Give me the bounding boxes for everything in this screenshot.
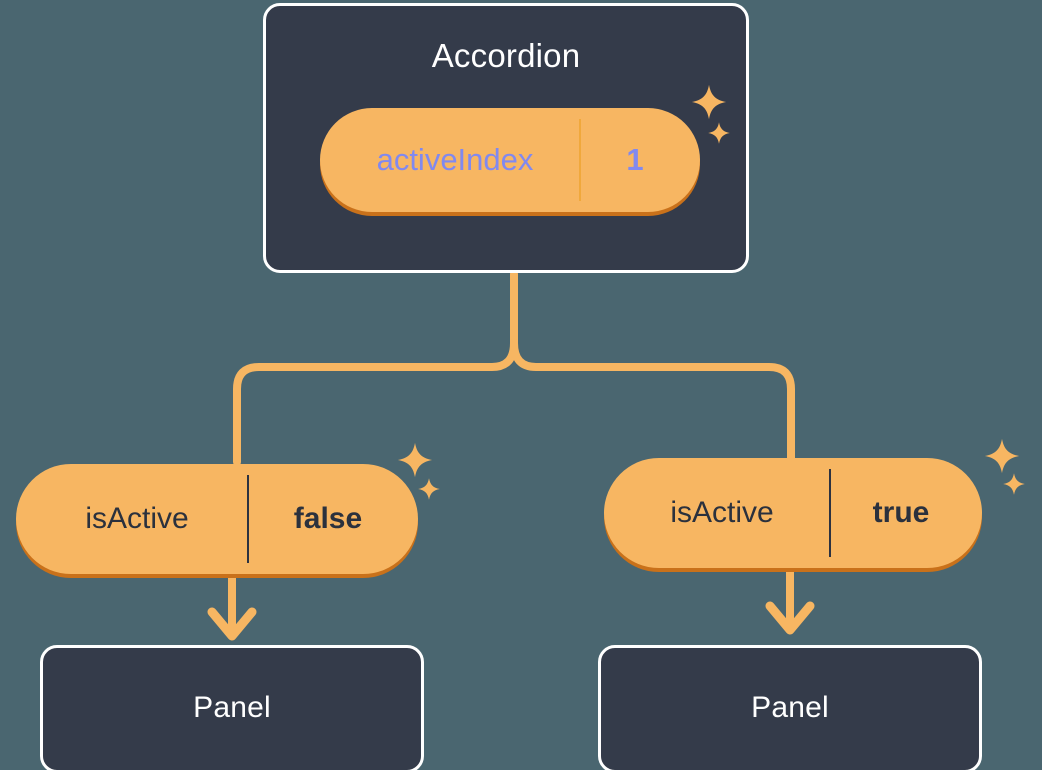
arrow-down-icon: [765, 601, 815, 635]
prop-pill-value: false: [293, 502, 363, 535]
component-title: Panel: [751, 691, 829, 724]
connector-branch-left: [233, 339, 518, 466]
sparkle-icon: [984, 438, 1020, 474]
sparkle-icon: [691, 84, 727, 120]
state-pill-key: activeIndex: [331, 119, 581, 201]
state-pill-value: 1: [626, 142, 644, 177]
sparkle-icon: [418, 478, 440, 500]
prop-pill-key: isActive: [27, 475, 249, 563]
arrow-down-icon: [207, 607, 257, 641]
component-card-panel-left[interactable]: Panel: [40, 645, 424, 770]
prop-pill-value: true: [872, 496, 930, 529]
component-card-panel-right[interactable]: Panel: [598, 645, 982, 770]
sparkle-icon: [708, 122, 730, 144]
sparkle-icon: [397, 442, 433, 478]
prop-pill-is-active-left[interactable]: isActive false: [16, 464, 418, 578]
prop-pill-is-active-right[interactable]: isActive true: [604, 458, 982, 572]
connector-branch-right: [510, 339, 795, 466]
component-title: Accordion: [431, 37, 581, 74]
component-title: Panel: [193, 691, 271, 724]
prop-pill-key: isActive: [615, 469, 831, 557]
sparkle-icon: [1003, 473, 1025, 495]
state-pill-active-index[interactable]: activeIndex 1: [320, 108, 700, 216]
